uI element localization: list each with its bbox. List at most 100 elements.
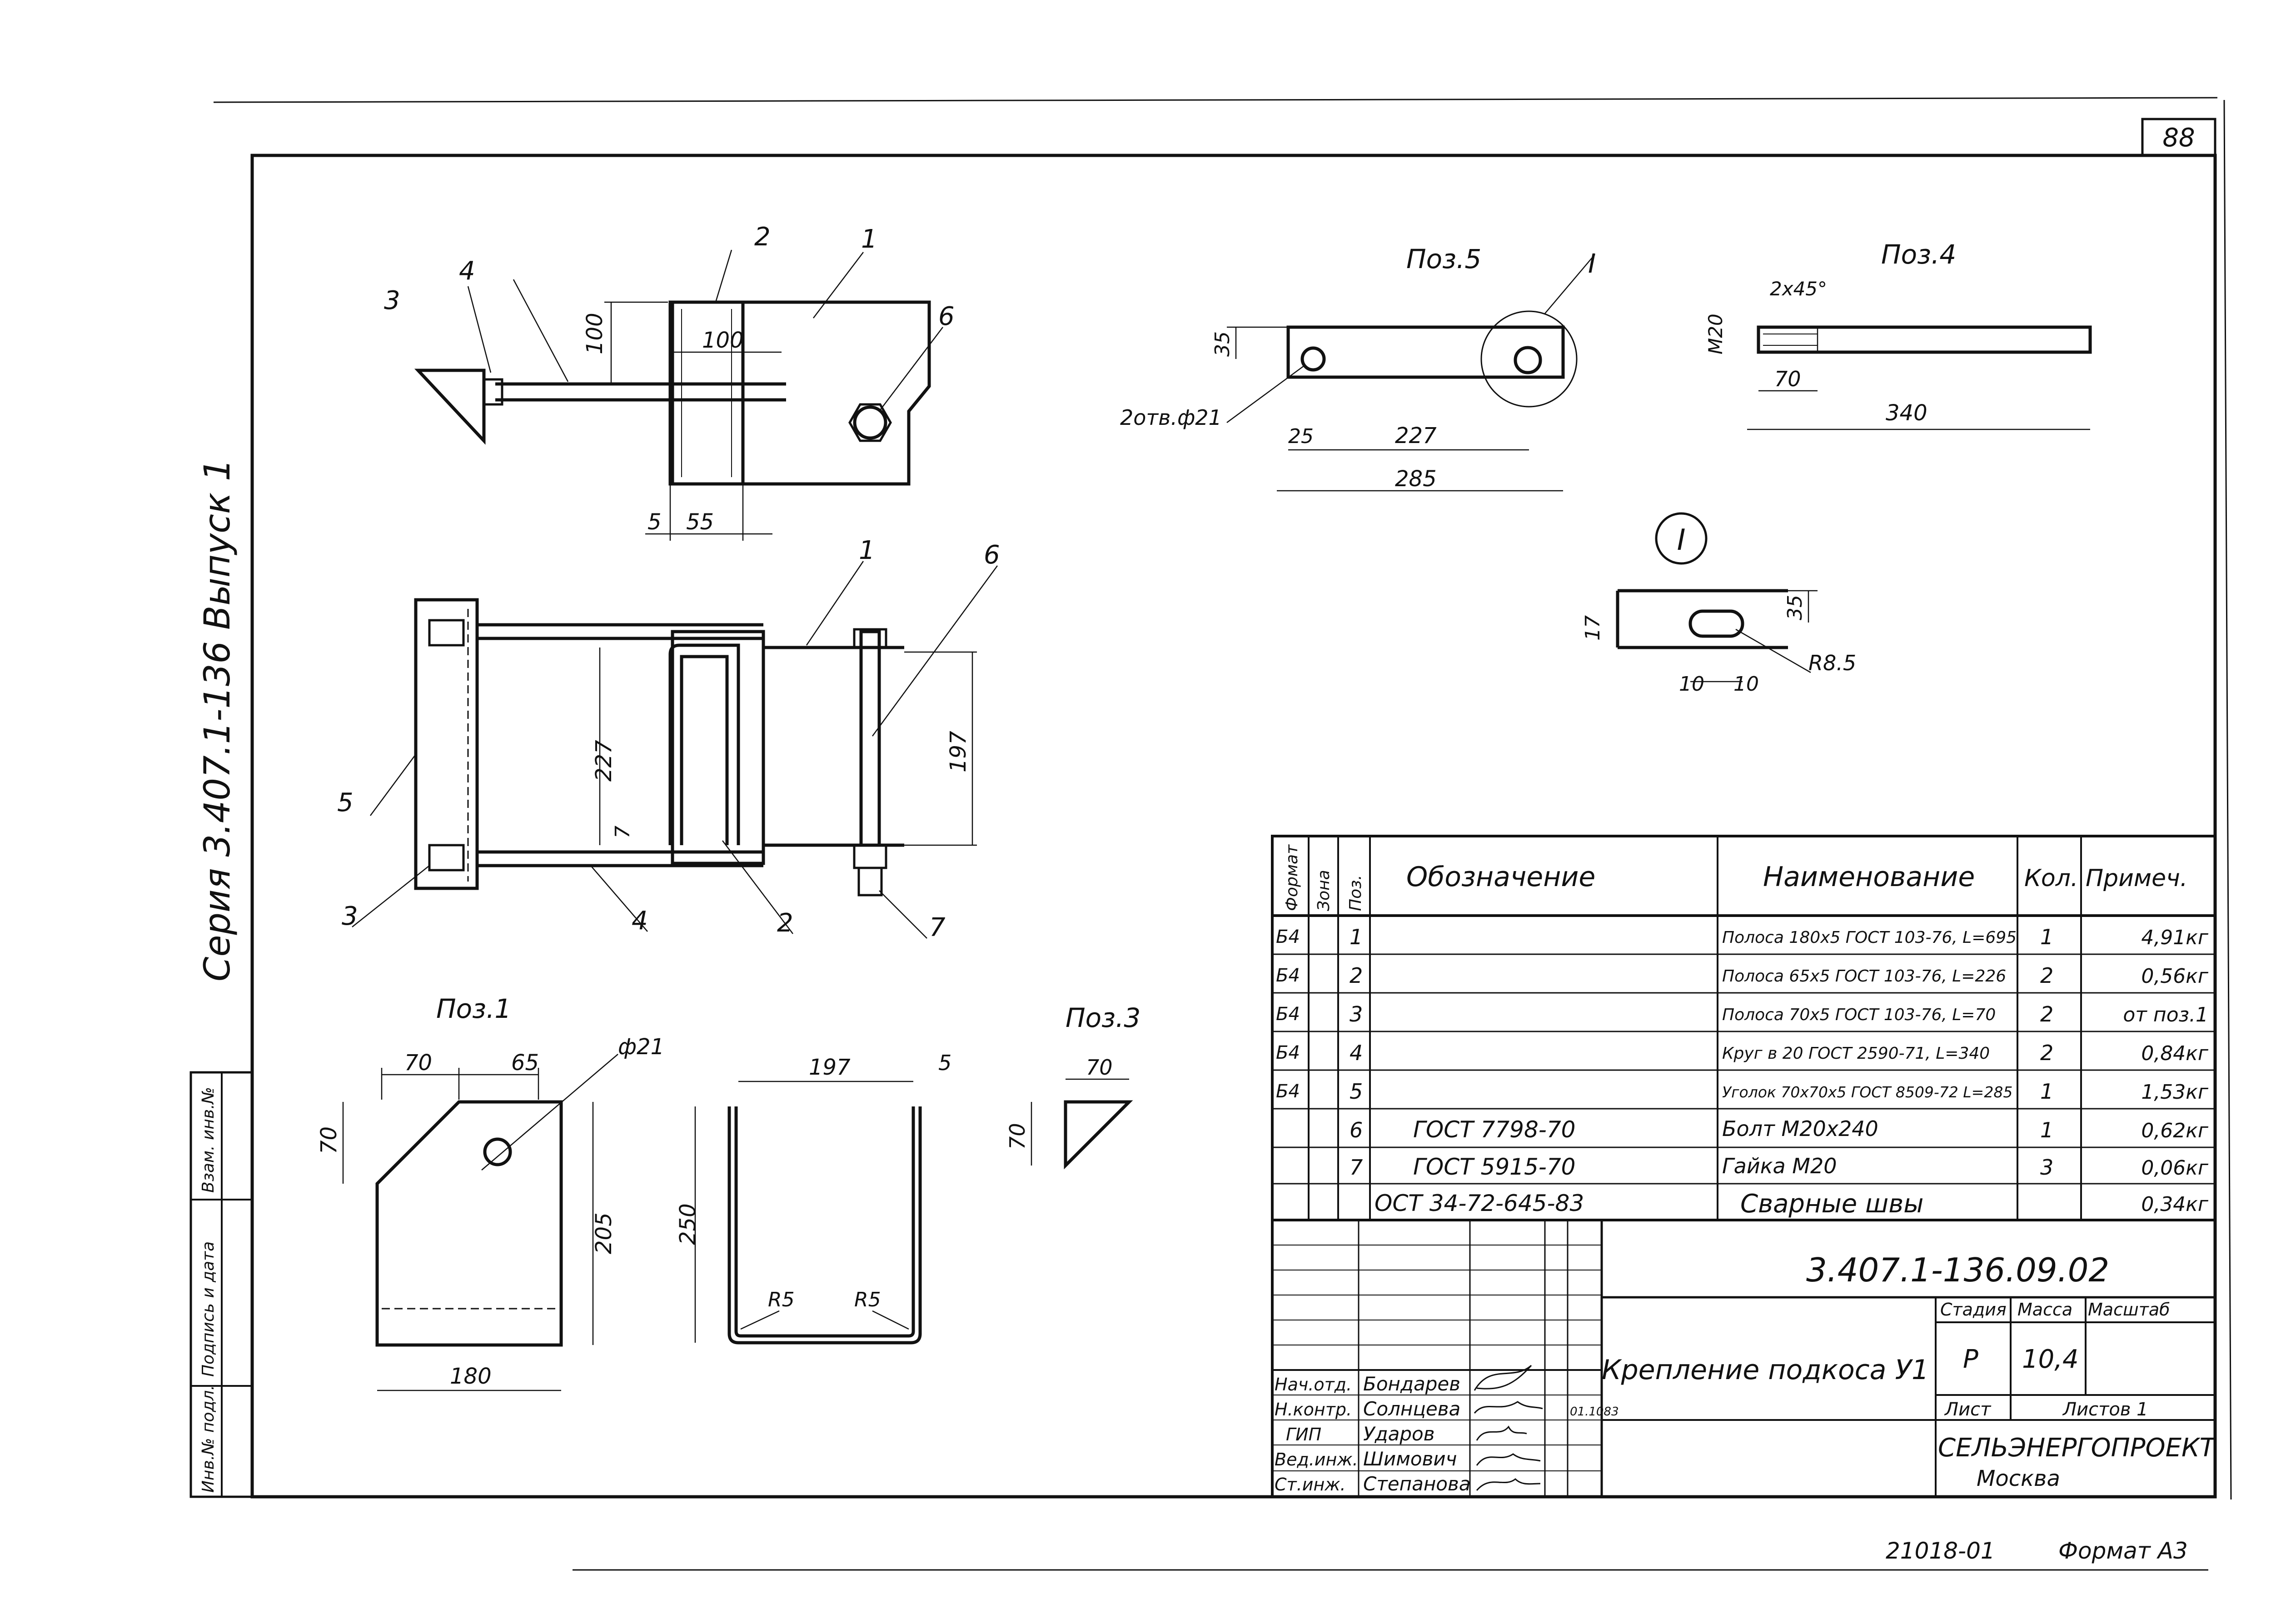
spec-h-pos: Поз. (1346, 875, 1365, 911)
detail-I: I 35 17 R8.5 10 10 (1581, 512, 1856, 696)
callout-2: 2 (777, 908, 793, 938)
clamp-outline (668, 300, 745, 486)
dim-p3-70h: 70 (1086, 1055, 1113, 1080)
cell-name: Полоса 65х5 ГОСТ 103-76, L=226 (1722, 967, 2006, 986)
callout-1: 1 (861, 224, 877, 254)
cell-note: 4,91кг (2141, 926, 2209, 949)
dim-p1-hole: ф21 (618, 1034, 664, 1060)
leader (872, 565, 998, 737)
nut (483, 378, 503, 406)
spec-table: Формат Зона Поз. Обозначение Наименовани… (1271, 835, 2216, 1221)
dim-top-5: 5 (647, 509, 662, 535)
cell-format: Б4 (1276, 1042, 1300, 1063)
signature-scribble (1476, 1425, 1527, 1441)
cell-pos: 5 (1350, 1079, 1363, 1104)
pos3-title: Поз.3 (1066, 1002, 1140, 1033)
cell-name: Круг в 20 ГОСТ 2590-71, L=340 (1722, 1044, 1990, 1063)
pos1-hole (483, 1137, 512, 1166)
dim-p4-chamfer: 2х45° (1770, 278, 1827, 300)
cell-qty: 1 (2040, 925, 2053, 949)
leader (590, 865, 648, 932)
cell-designation: ОСТ 34-72-645-83 (1375, 1190, 1584, 1216)
callout-1: 1 (859, 536, 875, 565)
leader (1544, 254, 1595, 314)
stage-value: Р (1963, 1345, 1978, 1374)
series-label: Серия 3.407.1-136 Выпуск 1 (197, 458, 238, 981)
spec-row: Б4 4 Круг в 20 ГОСТ 2590-71, L=340 2 0,8… (1276, 1041, 2209, 1065)
detail-I-label: I (1677, 523, 1686, 557)
spec-h-zone: Зона (1315, 870, 1333, 911)
pos1-title: Поз.1 (436, 993, 511, 1024)
document-title: Крепление подкоса У1 (1602, 1354, 1929, 1386)
cell-name: Полоса 70х5 ГОСТ 103-76, L=70 (1722, 1006, 1996, 1024)
detail-pos3: Поз.3 70 70 (1005, 1002, 1140, 1170)
title-block-border (1271, 1219, 2216, 1498)
signatory-row: Вед.инж. Шимович (1275, 1448, 1457, 1470)
pos5-title: Поз.5 (1406, 244, 1481, 274)
cell-note: 0,06кг (2141, 1156, 2209, 1180)
front-view: 227 197 7 5 3 1 6 4 2 7 (337, 536, 1000, 942)
signatory-name: Ударов (1363, 1423, 1434, 1445)
callout-4: 4 (459, 256, 475, 286)
stamp-podpis-data: Подпись и дата (199, 1241, 218, 1377)
spec-row: Б4 2 Полоса 65х5 ГОСТ 103-76, L=226 2 0,… (1276, 963, 2209, 988)
bolt-head (848, 403, 892, 442)
plate-edge (671, 630, 765, 865)
pos5-detail-circle (1480, 310, 1578, 408)
callout-6: 6 (984, 540, 1000, 570)
signature-scribble (1474, 1365, 1532, 1391)
dim-p4-340: 340 (1886, 400, 1927, 426)
plan-view: 100 100 5 55 3 4 2 1 6 (384, 222, 955, 541)
signatory-role: ГИП (1286, 1425, 1321, 1445)
signatory-row: Н.контр. Солнцева 01.1083 (1275, 1398, 1619, 1420)
dim-p2-197: 197 (809, 1055, 851, 1080)
detail-I-slot (1688, 609, 1744, 638)
leader (513, 279, 569, 382)
bolt-hole (853, 405, 887, 440)
dim-p1-70: 70 (404, 1050, 432, 1076)
nut-pos7 (853, 844, 887, 869)
signature-scribble (1476, 1478, 1541, 1491)
dim-p5-285: 285 (1395, 466, 1437, 492)
leader (879, 327, 943, 412)
cell-pos: 6 (1350, 1118, 1363, 1142)
dim-p5-25: 25 (1288, 425, 1314, 448)
angle-piece (414, 369, 486, 445)
dim-p1-180: 180 (450, 1364, 492, 1389)
angle-pos5 (414, 598, 479, 890)
cell-designation: ГОСТ 7798-70 (1413, 1116, 1575, 1143)
leader (722, 840, 793, 934)
detail-pos2: 197 5 250 R5 R5 (675, 1051, 951, 1345)
sheets-label: Листов 1 (2062, 1399, 2148, 1420)
signatory-name: Бондарев (1363, 1373, 1460, 1395)
callout-3: 3 (342, 902, 358, 931)
callout-5: 5 (337, 788, 354, 817)
signatory-name: Солнцева (1363, 1398, 1460, 1420)
pos3-outline (1064, 1100, 1133, 1170)
signatory-role: Вед.инж. (1275, 1450, 1358, 1470)
dim-p2-250: 250 (675, 1203, 701, 1245)
dim-d-35: 35 (1783, 595, 1807, 620)
spec-h-note: Примеч. (2086, 865, 2187, 892)
dim-top-100-h: 100 (702, 328, 744, 353)
spec-h-format: Формат (1283, 844, 1301, 911)
callout-3: 3 (384, 286, 400, 315)
mass-value: 10,4 (2022, 1345, 2079, 1374)
spec-row: Б4 1 Полоса 180х5 ГОСТ 103-76, L=695 1 4… (1276, 925, 2209, 949)
spec-row: Б4 3 Полоса 70х5 ГОСТ 103-76, L=70 2 от … (1276, 1002, 2208, 1026)
dim-p2-r5b: R5 (854, 1288, 881, 1311)
pos5-detail-mark: I (1588, 248, 1596, 279)
dim-p1-65: 65 (511, 1050, 539, 1076)
cell-qty: 1 (2040, 1118, 2053, 1142)
cell-note: 0,56кг (2141, 965, 2209, 988)
bolt-pos6 (859, 630, 881, 847)
detail-pos4: Поз.4 2х45° М20 70 340 (1704, 239, 2092, 430)
signatory-role: Ст.инж. (1275, 1475, 1346, 1494)
dim-p4-70: 70 (1774, 367, 1801, 391)
dim-top-100-v: 100 (582, 313, 608, 354)
scan-edge-top (213, 97, 2218, 103)
callout-4: 4 (632, 906, 648, 936)
detail-pos5: Поз.5 I 35 2отв.ф21 25 227 285 (1120, 244, 1596, 492)
pos5-outline (1286, 325, 1565, 379)
spec-row: ОСТ 34-72-645-83 Сварные швы 0,34кг (1375, 1189, 2209, 1219)
